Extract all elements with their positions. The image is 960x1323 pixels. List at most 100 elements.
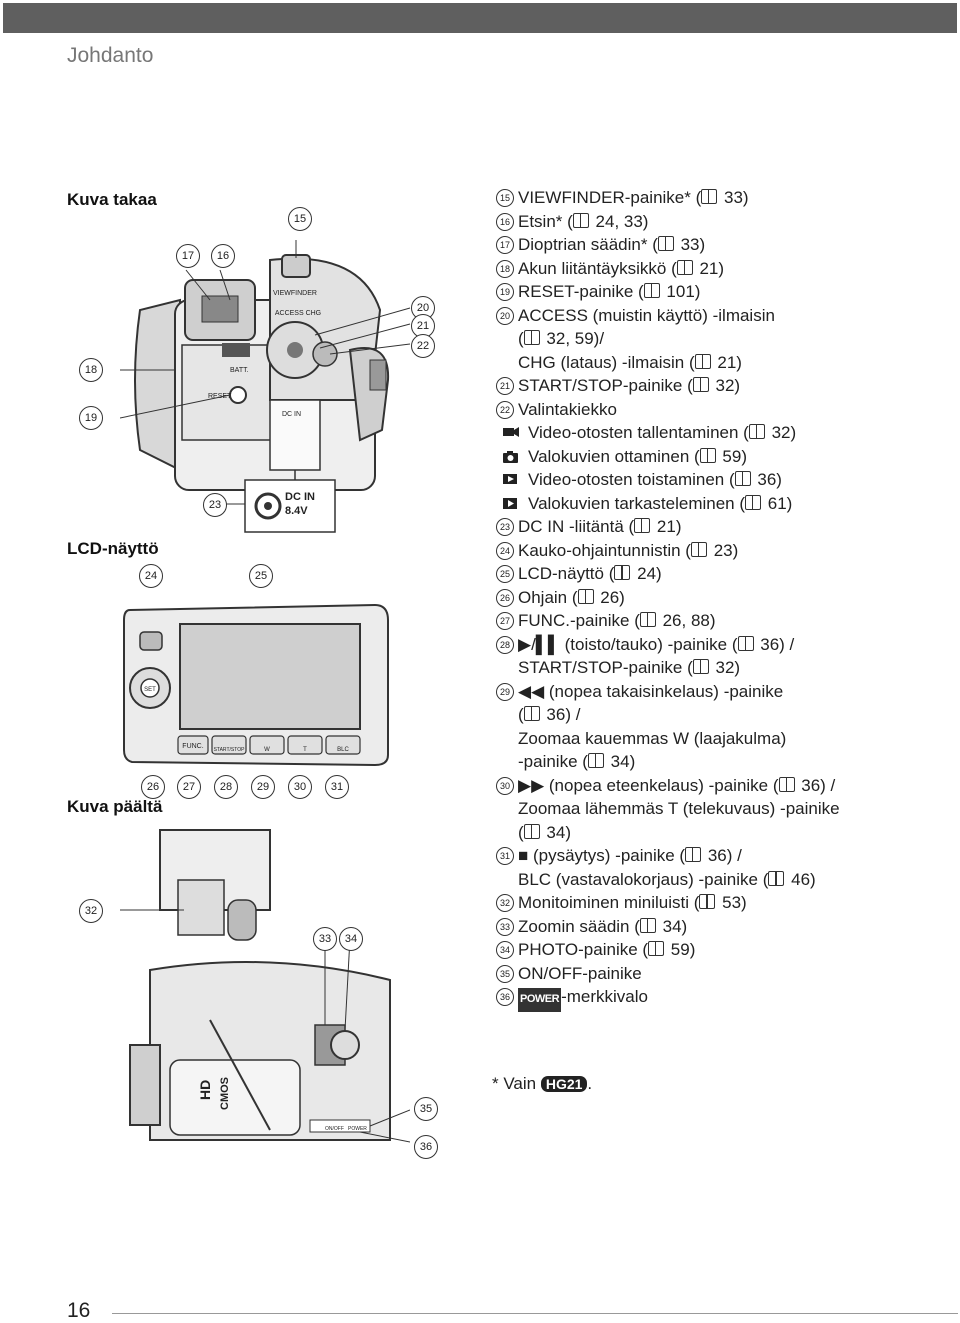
book-icon — [701, 189, 718, 204]
book-icon — [648, 941, 665, 956]
callout-35: 35 — [414, 1097, 438, 1121]
blc-text: BLC — [337, 747, 349, 753]
section-title: Johdanto — [67, 44, 154, 67]
book-icon — [748, 424, 765, 439]
list-item: -painike ( 34) — [518, 752, 636, 771]
book-icon — [614, 565, 631, 580]
label-top-view: Kuva päältä — [67, 797, 163, 816]
book-icon — [692, 659, 709, 674]
set-text: SET — [144, 687, 156, 693]
book-icon — [676, 259, 693, 275]
callout-16: 16 — [211, 244, 235, 268]
camera-top-illustration: HD CMOS ON/OFF POWER — [120, 829, 410, 1143]
book-icon — [699, 447, 716, 463]
book-icon — [657, 236, 674, 251]
list-item: 29◀◀ (nopea takaisinkelaus) -painike — [496, 680, 936, 704]
book-icon — [768, 870, 785, 886]
list-item: Zoomaa lähemmäs T (telekuvaus) -painike — [518, 799, 840, 818]
callout-34: 34 — [339, 927, 363, 951]
list-item: 28▶/▌▌ (toisto/tauko) -painike ( 36) / — [496, 633, 936, 657]
callout-21: 21 — [411, 314, 435, 338]
reset-text: RESET — [208, 393, 232, 400]
callout-30: 30 — [288, 775, 312, 799]
book-icon — [694, 353, 711, 369]
callout-22: 22 — [411, 334, 435, 358]
callout-26: 26 — [141, 775, 165, 799]
book-icon — [692, 377, 709, 392]
list-item: ( 36) / — [518, 705, 581, 724]
book-icon — [634, 518, 651, 533]
callout-29: 29 — [251, 775, 275, 799]
power-badge: POWER — [518, 988, 562, 1012]
page-number: 16 — [67, 1299, 91, 1322]
list-item: Video-otosten tallentaminen ( 32) — [496, 421, 936, 445]
list-item: Valokuvien ottaminen ( 59) — [496, 445, 936, 469]
book-icon — [639, 917, 656, 933]
label-lcd-view: LCD-näyttö — [67, 539, 159, 558]
book-icon — [523, 706, 540, 721]
book-icon — [685, 847, 702, 862]
startstop-text: START/STOP — [214, 747, 246, 753]
callout-24: 24 — [139, 564, 163, 588]
camera-icon — [503, 450, 518, 463]
book-icon — [643, 283, 660, 298]
model-note: * Vain HG21. — [492, 1074, 593, 1093]
callout-36: 36 — [414, 1135, 438, 1159]
t-text: T — [303, 747, 307, 753]
callout-33: 33 — [313, 927, 337, 951]
list-item: ( 34) — [518, 822, 571, 842]
book-icon — [778, 776, 795, 792]
callout-28: 28 — [214, 775, 238, 799]
book-icon — [699, 894, 716, 909]
list-item: Zoomaa kauemmas W (laajakulma) — [518, 728, 787, 748]
list-item: 31■ (pysäytys) -painike ( 36) / — [496, 844, 936, 868]
callout-32: 32 — [79, 899, 103, 923]
book-icon — [734, 471, 751, 486]
list-item: ( 32, 59)/ — [518, 329, 605, 348]
callout-31: 31 — [325, 775, 349, 799]
book-icon — [745, 494, 762, 510]
callout-23: 23 — [203, 493, 227, 517]
video-record-icon — [503, 427, 519, 437]
book-icon — [572, 212, 589, 228]
callout-19: 19 — [79, 406, 103, 430]
lcd-panel-illustration: SET FUNC. START/STOP W T BLC — [123, 603, 389, 767]
book-icon — [737, 635, 754, 651]
book-icon — [577, 588, 594, 604]
list-item: CHG (lataus) -ilmaisin ( 21) — [518, 352, 742, 372]
power-text: POWER — [348, 1126, 367, 1132]
callout-15: 15 — [288, 207, 312, 231]
callout-18: 18 — [79, 358, 103, 382]
list-item: BLC (vastavalokorjaus) -painike ( 46) — [518, 869, 816, 889]
callout-27: 27 — [177, 775, 201, 799]
model-badge: HG21 — [540, 1076, 588, 1092]
onoff-text: ON/OFF — [325, 1126, 344, 1132]
w-text: W — [264, 747, 270, 753]
voltage-text: 8.4V — [285, 505, 308, 517]
list-item: Video-otosten toistaminen ( 36) — [496, 468, 936, 492]
book-icon — [639, 612, 656, 627]
hd-text: HD — [197, 1080, 213, 1100]
header-bar — [3, 3, 957, 33]
label-rear-view: Kuva takaa — [67, 190, 157, 209]
dc-in-text: DC IN — [285, 491, 315, 503]
callout-25: 25 — [249, 564, 273, 588]
func-text: FUNC. — [182, 743, 203, 750]
photo-play-icon — [503, 497, 517, 509]
